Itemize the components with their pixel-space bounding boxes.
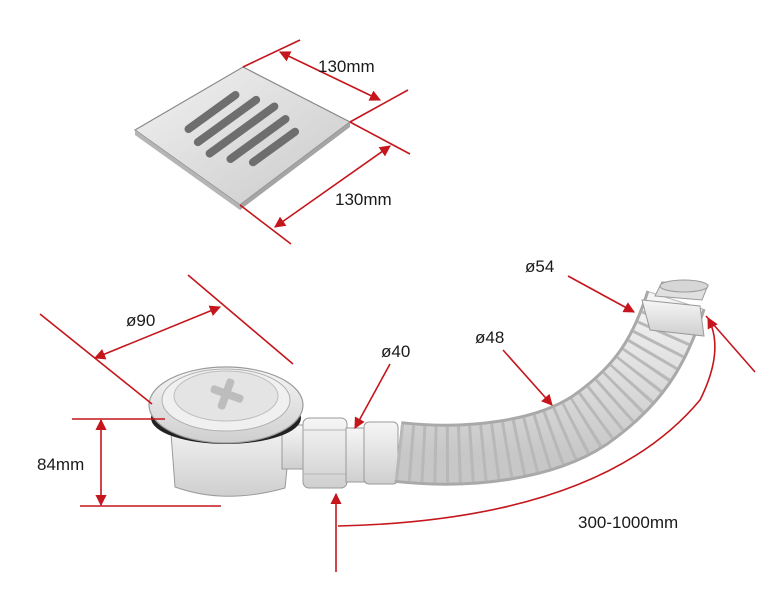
outlet-diameter-label: ø40 [381,342,411,361]
coupling-nut [302,417,399,489]
waste-trap-body [148,366,323,497]
grate-plate [133,66,352,210]
dimension-lines [39,39,756,572]
hose-diameter-label: ø48 [475,328,505,347]
grate-width-label: 130mm [318,57,375,76]
body-height-label: 84mm [37,455,85,474]
waste-diameter-label: ø90 [126,311,156,330]
flexible-hose [394,279,709,486]
hose-length-label: 300-1000mm [578,513,679,532]
strainer-cross [210,378,244,410]
grate-depth-label: 130mm [335,190,392,209]
hose-end-diameter-label: ø54 [525,257,555,276]
grate-slots [184,90,300,167]
hose-end-cuff [641,279,709,337]
